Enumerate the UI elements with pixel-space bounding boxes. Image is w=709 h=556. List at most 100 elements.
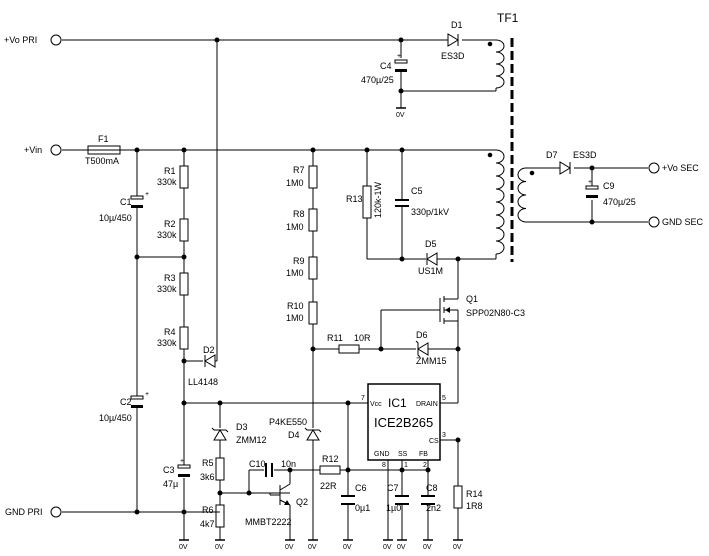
c7-value: 1µ0 — [386, 503, 401, 513]
c7-ref: C7 — [387, 483, 399, 493]
r3-ref: R3 — [164, 273, 176, 283]
capacitors: + + + + + — [130, 53, 599, 505]
ground-label: 0V — [308, 544, 317, 551]
d1-value: ES3D — [441, 51, 465, 61]
c1-value: 10µ/450 — [99, 213, 132, 223]
r11-ref: R11 — [327, 333, 343, 343]
wires — [62, 39, 648, 540]
r13-value: 120k-1W — [373, 181, 383, 218]
d7-value: ES3D — [573, 150, 597, 160]
d5-ref: D5 — [425, 239, 437, 249]
ic1-pinno-cs: 3 — [442, 432, 446, 439]
r5-value: 3k6 — [200, 472, 215, 482]
resistor-r7 — [308, 165, 318, 189]
port-gnd-sec-label: GND SEC — [662, 217, 704, 227]
ground-symbol: 0V — [423, 539, 433, 551]
c10-value: 10n — [281, 459, 296, 469]
ground-label: 0V — [215, 544, 224, 551]
r7-value: 1M0 — [286, 178, 304, 188]
resistor-r13 — [362, 185, 372, 219]
svg-text:+: + — [180, 458, 184, 465]
junctions — [134, 37, 595, 515]
resistors — [179, 165, 463, 528]
ground-label: 0V — [396, 112, 405, 119]
c6-value: 0µ1 — [355, 503, 370, 513]
r6-ref: R6 — [202, 505, 214, 515]
ic1-pin-gnd: GND — [374, 451, 390, 458]
resistor-r11 — [338, 344, 360, 354]
r14-ref: R14 — [466, 489, 483, 499]
d4-value: P4KE550 — [269, 417, 307, 427]
resistor-r9 — [308, 256, 318, 280]
ground-symbol: 0V — [397, 539, 407, 551]
ic1-pin-fb: FB — [419, 451, 428, 458]
c3-ref: C3 — [163, 465, 175, 475]
ic1-body — [367, 383, 441, 461]
resistor-r1 — [179, 165, 189, 189]
f1-value: T500mA — [85, 156, 119, 166]
d3-value: ZMM12 — [236, 435, 267, 445]
c5-value: 330p/1kV — [411, 207, 449, 217]
ground-label: 0V — [285, 544, 294, 551]
r11-value: 10R — [354, 333, 371, 343]
r12-value: 22R — [320, 481, 337, 491]
ic1-pinno-vcc: 7 — [361, 395, 365, 402]
ic1-pinno-fb: 2 — [423, 462, 427, 469]
c8-ref: C8 — [426, 483, 438, 493]
ground-label: 0V — [397, 544, 406, 551]
r7-ref: R7 — [293, 165, 305, 175]
d6-ref: D6 — [416, 330, 428, 340]
resistor-r3 — [179, 272, 189, 296]
r10-value: 1M0 — [286, 313, 304, 323]
r6-value: 4k7 — [200, 519, 215, 529]
c6-ref: C6 — [355, 483, 367, 493]
q2-ref: Q2 — [296, 497, 308, 507]
ic1-pin-drain: DRAIN — [416, 401, 438, 408]
d2-value: LL4148 — [188, 377, 218, 387]
ground-symbol: 0V — [179, 539, 189, 551]
port-gnd-pri-label: GND PRI — [5, 507, 43, 517]
d3-ref: D3 — [236, 422, 248, 432]
transformer-tf1 — [487, 38, 535, 262]
r9-ref: R9 — [293, 256, 305, 266]
resistor-r10 — [308, 301, 318, 325]
r8-ref: R8 — [293, 209, 305, 219]
resistor-r5 — [215, 457, 225, 481]
r2-ref: R2 — [164, 219, 176, 229]
ic1-pinno-gnd: 8 — [382, 462, 386, 469]
ground-symbol: 0V — [383, 539, 393, 551]
f1-ref: F1 — [98, 134, 109, 144]
ic1-part: ICE2B265 — [374, 415, 433, 430]
c4-value: 470µ/25 — [361, 75, 394, 85]
ground-symbol: 0V — [308, 539, 318, 551]
c10-ref: C10 — [249, 459, 266, 469]
c8-value: 2n2 — [426, 503, 441, 513]
mosfet-q1 — [439, 294, 459, 326]
svg-text:+: + — [588, 179, 592, 186]
resistor-r4 — [179, 326, 189, 350]
r3-value: 330k — [157, 284, 177, 294]
resistor-r8 — [308, 208, 318, 232]
diodes — [204, 33, 571, 441]
resistor-r2 — [179, 218, 189, 242]
c2-value: 10µ/450 — [99, 413, 132, 423]
d4-ref: D4 — [288, 430, 300, 440]
ic1-ref: IC1 — [388, 396, 407, 410]
q2-value: MMBT2222 — [245, 517, 292, 527]
svg-text:+: + — [397, 53, 401, 60]
r9-value: 1M0 — [286, 268, 304, 278]
c9-value: 470µ/25 — [603, 197, 636, 207]
d1-ref: D1 — [451, 20, 463, 30]
c3-value: 47µ — [163, 479, 178, 489]
ic1-pinno-ss: 1 — [404, 462, 408, 469]
ic1-pin-ss: SS — [398, 451, 408, 458]
d6-value: ZMM15 — [416, 356, 447, 366]
c4-ref: C4 — [380, 61, 392, 71]
port-terminals — [50, 34, 660, 518]
q1-value: SPP02N80-C3 — [466, 308, 525, 318]
port-vo-pri-label: +Vo PRI — [4, 35, 37, 45]
c2-ref: C2 — [120, 397, 132, 407]
